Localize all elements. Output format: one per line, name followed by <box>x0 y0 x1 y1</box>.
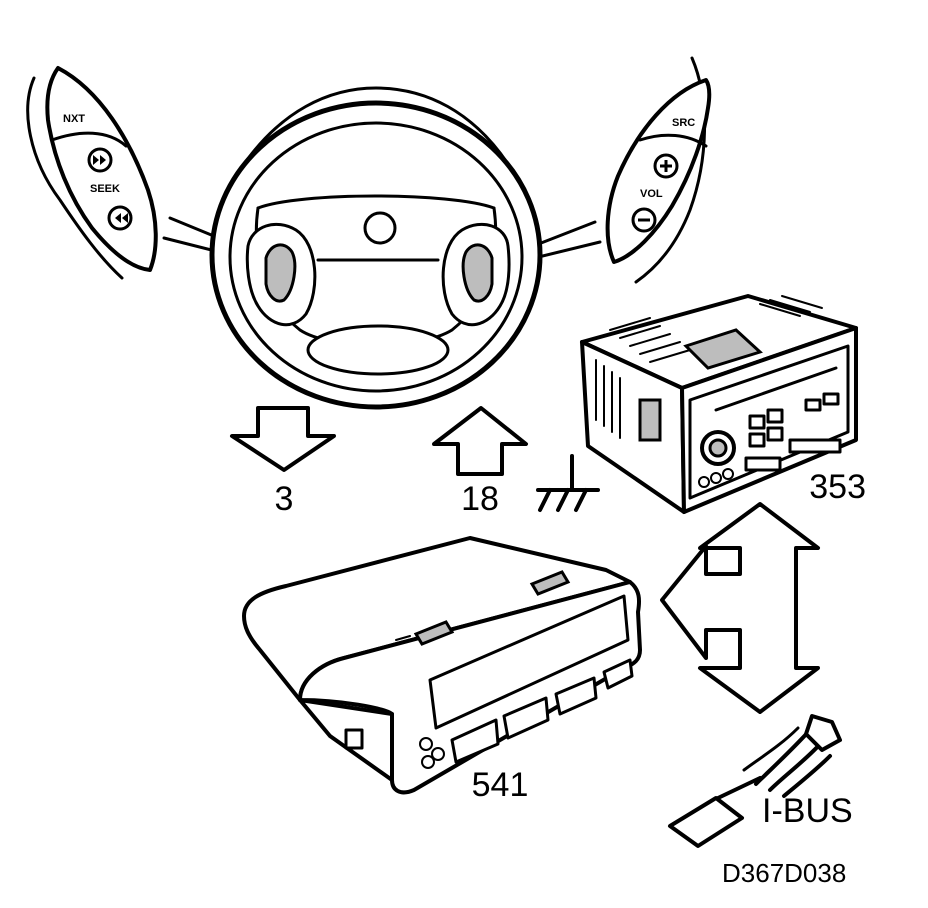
display-unit <box>242 536 642 795</box>
steering-wheel <box>209 86 543 410</box>
left-steering-switch: NXT SEEK <box>26 66 158 280</box>
radio-unit <box>580 294 858 514</box>
vol-label: VOL <box>640 188 663 200</box>
seek-back-icon <box>107 205 133 231</box>
src-label: SRC <box>672 117 695 129</box>
bus-arrows <box>660 502 820 714</box>
radio-unit-label: 353 <box>809 468 866 506</box>
right-steering-switch: SRC VOL <box>605 56 712 284</box>
output-down-arrow <box>230 406 336 472</box>
seek-label: SEEK <box>90 183 120 195</box>
nxt-label: NXT <box>63 113 85 125</box>
i-bus-connector <box>668 714 842 848</box>
seek-forward-icon <box>87 147 113 173</box>
i-bus-label: I-BUS <box>762 792 853 830</box>
side-vents <box>595 359 662 442</box>
display-unit-label: 541 <box>472 766 529 804</box>
input-pin-label: 18 <box>461 480 499 518</box>
input-up-arrow <box>432 406 528 476</box>
ground-icon <box>536 454 600 512</box>
volume-up-icon <box>653 153 679 179</box>
figure-code: D367D038 <box>722 858 846 888</box>
top-vents <box>609 295 823 363</box>
display-top-buttons <box>395 570 571 646</box>
volume-down-icon <box>631 207 657 233</box>
output-pin-label: 3 <box>275 480 294 518</box>
